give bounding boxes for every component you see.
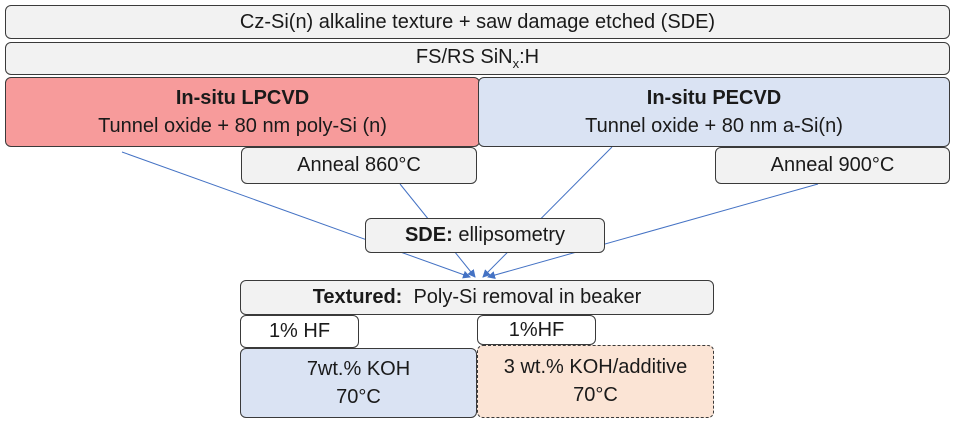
textured-text: Textured: Poly-Si removal in beaker [312,286,642,308]
arrow-anneal-900 [487,183,819,279]
hf-left-text: 1% HF [268,320,331,342]
koh-left-line2: 70°C [336,385,381,408]
arrow-pecvd [482,146,613,278]
koh-left-line1: 7wt.% KOH [306,357,411,380]
row2-text: FS/RS SiNx:H [415,45,540,71]
row1-text: Cz-Si(n) alkaline texture + saw damage e… [239,10,716,33]
row2-box: FS/RS SiNx:H [5,42,950,75]
lpcvd-title: In-situ LPCVD [175,86,310,109]
hf-right-box: 1%HF [477,315,596,345]
hf-right-text: 1%HF [508,318,565,341]
textured-box: Textured: Poly-Si removal in beaker [240,280,714,315]
lpcvd-box: In-situ LPCVD Tunnel oxide + 80 nm poly-… [5,77,480,147]
sde-text: SDE: ellipsometry [404,224,566,246]
anneal-860-text: Anneal 860°C [297,154,421,176]
lpcvd-subtitle: Tunnel oxide + 80 nm poly-Si (n) [98,114,387,137]
anneal-900-text: Anneal 900°C [770,154,895,176]
pecvd-box: In-situ PECVD Tunnel oxide + 80 nm a-Si(… [478,77,950,147]
pecvd-title: In-situ PECVD [646,86,782,109]
pecvd-subtitle: Tunnel oxide + 80 nm a-Si(n) [585,114,843,137]
koh-left-box: 7wt.% KOH 70°C [240,348,477,418]
hf-left-box: 1% HF [240,315,359,348]
koh-right-line2: 70°C [573,384,618,406]
arrow-lpcvd [121,151,471,279]
anneal-860-box: Anneal 860°C [241,147,477,184]
koh-right-box: 3 wt.% KOH/additive 70°C [477,345,714,418]
sde-box: SDE: ellipsometry [365,218,605,253]
anneal-900-box: Anneal 900°C [715,147,950,184]
row1-box: Cz-Si(n) alkaline texture + saw damage e… [5,5,950,39]
koh-right-line1: 3 wt.% KOH/additive [503,356,688,378]
